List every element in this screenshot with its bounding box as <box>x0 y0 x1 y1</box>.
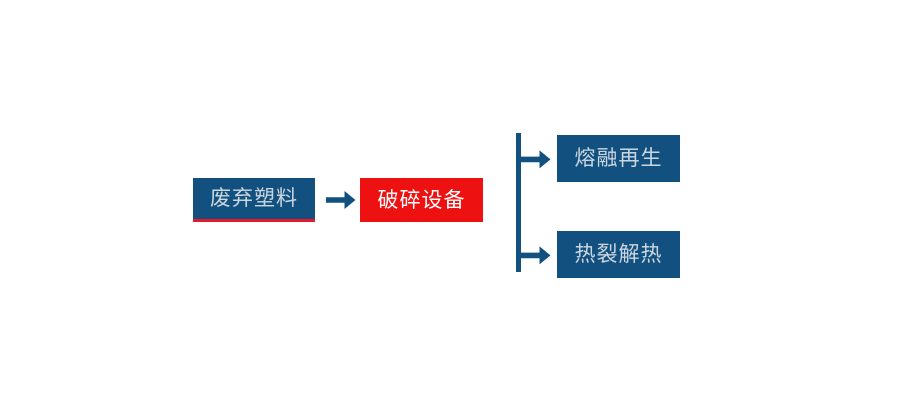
node-melt-regeneration-label: 熔融再生 <box>574 146 663 170</box>
node-waste-plastic[interactable]: 废弃塑料 <box>193 178 315 222</box>
node-waste-plastic-label: 废弃塑料 <box>210 186 298 210</box>
node-crusher-equipment-label: 破碎设备 <box>377 187 466 212</box>
node-pyrolysis-heat[interactable]: 热裂解热 <box>557 231 680 278</box>
branch-connector-hitbox <box>505 125 565 285</box>
arrow-source-to-crusher <box>326 188 356 212</box>
node-melt-regeneration[interactable]: 熔融再生 <box>557 135 680 182</box>
node-pyrolysis-heat-label: 热裂解热 <box>574 242 663 266</box>
node-crusher-equipment[interactable]: 破碎设备 <box>360 178 483 222</box>
